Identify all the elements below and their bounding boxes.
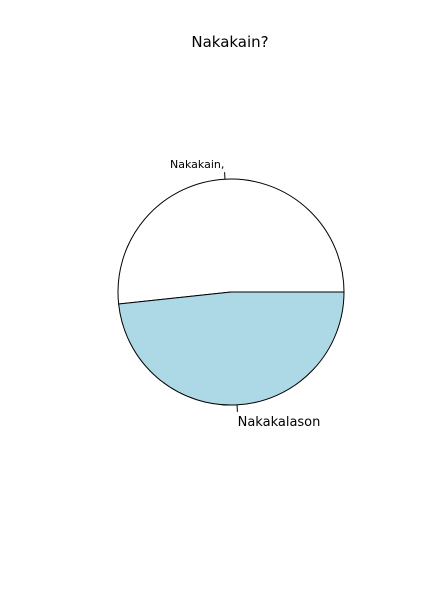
pie-slice-label-1: Nakakalason: [238, 415, 321, 430]
pie-label-ticks: [224, 172, 238, 412]
chart-title: Nakakain?: [191, 33, 268, 51]
pie-slice-labels: Nakakain, Nakakalason: [170, 158, 320, 430]
pie-slices: [117, 178, 345, 406]
pie-slice-label-0: Nakakain,: [170, 158, 224, 171]
pie-slice-0: [117, 178, 345, 305]
pie-slice-1: [118, 291, 345, 406]
